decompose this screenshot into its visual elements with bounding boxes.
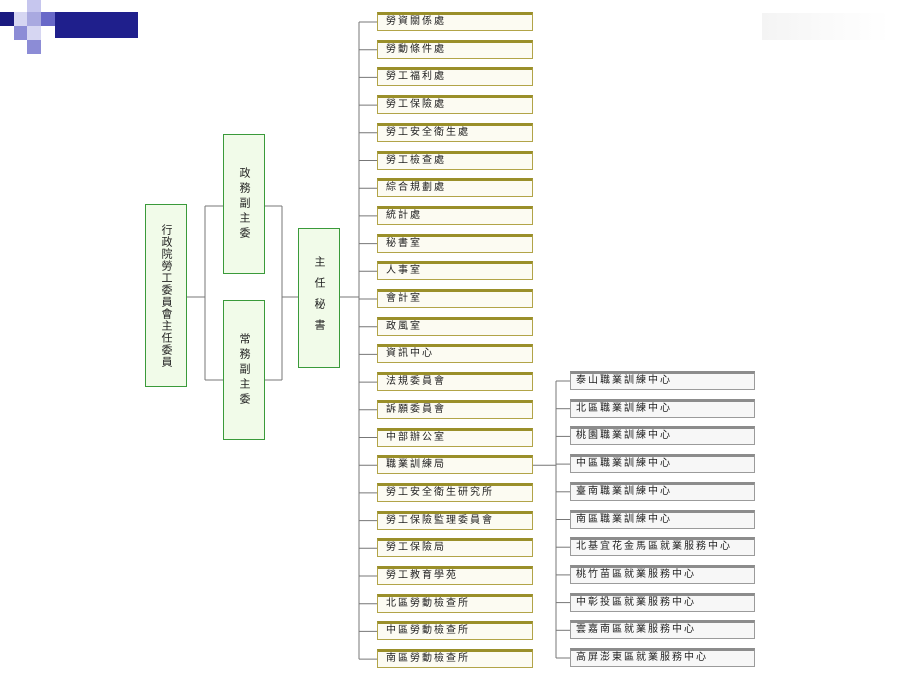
unit-box: 資訊中心 [377, 344, 533, 364]
secretary-label: 主任秘書 [313, 256, 326, 340]
unit-box: 勞工教育學苑 [377, 566, 533, 585]
deputy-administrative-label: 常務副主委 [238, 332, 251, 408]
unit-box: 職業訓練局 [377, 455, 533, 475]
training-center-box: 泰山職業訓練中心 [570, 371, 755, 390]
training-center-box: 北基宜花金馬區就業服務中心 [570, 537, 755, 557]
training-center-box: 中區職業訓練中心 [570, 454, 755, 474]
training-center-box: 高屏澎東區就業服務中心 [570, 648, 755, 667]
unit-box: 訴願委員會 [377, 399, 533, 419]
unit-box: 人事室 [377, 261, 533, 281]
unit-box: 勞工保險處 [377, 95, 533, 115]
chief-box: 行政院勞工委員會主任委員 [145, 204, 187, 387]
unit-box: 勞動條件處 [377, 39, 533, 59]
training-center-box: 北區職業訓練中心 [570, 398, 755, 418]
chief-label: 行政院勞工委員會主任委員 [160, 223, 173, 368]
deputy-administrative-box: 常務副主委 [223, 300, 265, 440]
unit-box: 勞工保險監理委員會 [377, 510, 533, 530]
unit-box: 勞工檢查處 [377, 150, 533, 170]
training-center-box: 臺南職業訓練中心 [570, 481, 755, 501]
unit-box: 勞工保險局 [377, 538, 533, 558]
training-center-box: 南區職業訓練中心 [570, 509, 755, 529]
unit-box: 勞工安全衛生處 [377, 122, 533, 142]
unit-box: 勞工福利處 [377, 67, 533, 87]
corner-decoration [0, 0, 140, 55]
unit-box: 綜合規劃處 [377, 178, 533, 198]
training-center-box: 桃竹苗區就業服務中心 [570, 564, 755, 584]
unit-box: 統計處 [377, 205, 533, 225]
deputy-political-label: 政務副主委 [238, 166, 251, 242]
training-center-box: 桃園職業訓練中心 [570, 426, 755, 446]
unit-box: 勞工安全衛生研究所 [377, 482, 533, 502]
unit-box: 法規委員會 [377, 372, 533, 392]
training-center-box: 中彰投區就業服務中心 [570, 592, 755, 612]
unit-box: 勞資關係處 [377, 12, 533, 31]
unit-box: 中部辦公室 [377, 427, 533, 447]
corner-fade [762, 13, 890, 40]
unit-box: 北區勞動檢查所 [377, 593, 533, 613]
training-center-box: 雲嘉南區就業服務中心 [570, 620, 755, 640]
unit-box: 中區勞動檢查所 [377, 621, 533, 641]
secretary-box: 主任秘書 [298, 228, 340, 368]
deputy-political-box: 政務副主委 [223, 134, 265, 274]
unit-box: 政風室 [377, 316, 533, 336]
unit-box: 秘書室 [377, 233, 533, 253]
unit-box: 會計室 [377, 289, 533, 308]
unit-box: 南區勞動檢查所 [377, 649, 533, 669]
